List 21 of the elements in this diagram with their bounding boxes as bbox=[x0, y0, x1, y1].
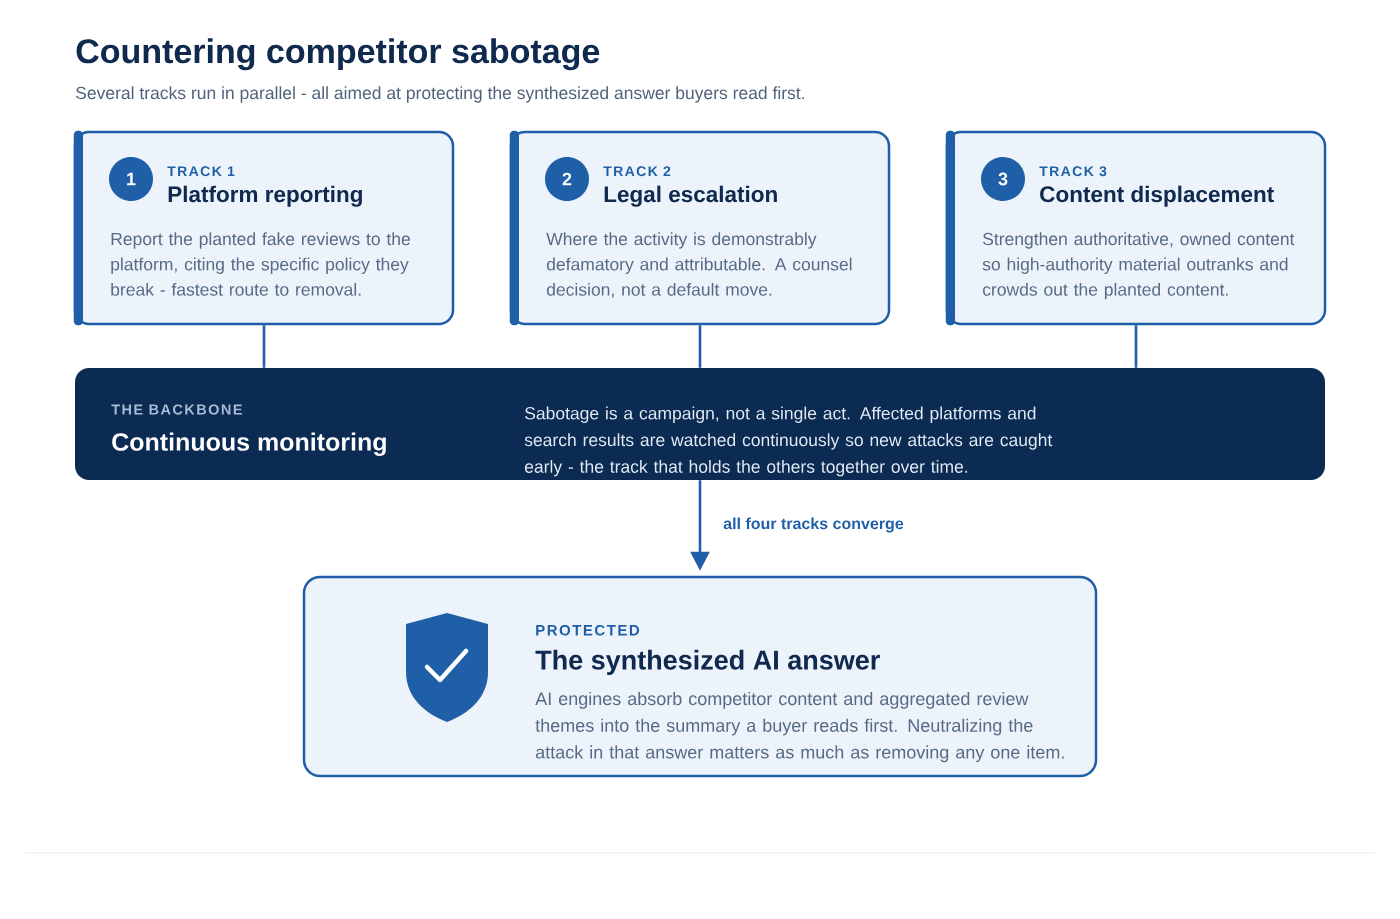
section-label: TRACK 1 bbox=[167, 166, 235, 177]
number-badge: 3 bbox=[981, 157, 1025, 201]
section-label: PROTECTED bbox=[536, 624, 640, 636]
body-text: Where the activity is demonstrably defamatory and attributable. A counsel decision, not a default move. bbox=[546, 232, 852, 298]
number-badge: 1 bbox=[109, 157, 153, 201]
heading: Content displacement bbox=[1040, 185, 1274, 207]
heading: The synthesized AI answer bbox=[535, 649, 880, 675]
heading: Platform reporting bbox=[168, 185, 362, 207]
subtitle: Several tracks run in parallel - all aimed at protecting the synthesized answer buyers read first. bbox=[76, 86, 804, 103]
section-label: TRACK 3 bbox=[1039, 166, 1107, 177]
heading: Legal escalation bbox=[604, 185, 777, 207]
body-text: Strengthen authoritative, owned content so high-authority material outranks and crowds out the planted content. bbox=[982, 232, 1295, 300]
body-text: Sabotage is a campaign, not a single act. Affected platforms and search results are watched continuously so new attacks are caught early - the track that holds the others together over time. bbox=[524, 406, 1053, 477]
title: Countering competitor sabotage bbox=[76, 38, 600, 71]
heading: Continuous monitoring bbox=[112, 432, 386, 456]
section-label: TRACK 2 bbox=[603, 166, 671, 177]
section-label: THE BACKBONE bbox=[111, 404, 242, 415]
number-badge: 2 bbox=[545, 157, 589, 201]
edge-label: all four tracks converge bbox=[721, 515, 906, 535]
body-text: Report the planted fake reviews to the platform, citing the specific policy they break - fastest route to removal. bbox=[111, 232, 410, 296]
body-text: AI engines absorb competitor content and aggregated review themes into the summary a buyer reads first. Neutralizing the attack in that answer matters as much as removing any one item. bbox=[535, 691, 1064, 763]
